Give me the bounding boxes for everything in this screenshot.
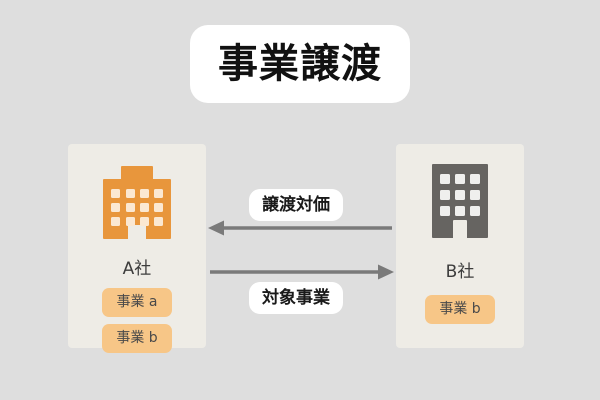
arrow-consideration-left bbox=[208, 220, 392, 236]
company-card-b: B社 事業 b bbox=[396, 144, 524, 348]
business-tag-list-b: 事業 b bbox=[425, 295, 495, 324]
business-tag: 事業 a bbox=[102, 288, 172, 317]
arrow-label-target-business: 対象事業 bbox=[249, 282, 343, 314]
arrow-label-target-business-text: 対象事業 bbox=[262, 287, 330, 308]
business-tag: 事業 b bbox=[102, 324, 172, 353]
flow-arrows bbox=[208, 220, 394, 280]
business-tag-list-a: 事業 a 事業 b bbox=[102, 288, 172, 353]
arrow-label-consideration: 譲渡対価 bbox=[249, 189, 343, 221]
company-name-b: B社 bbox=[445, 262, 475, 282]
company-card-a: A社 事業 a 事業 b bbox=[68, 144, 206, 353]
company-name-a: A社 bbox=[122, 259, 152, 279]
arrow-target-business-right bbox=[210, 264, 394, 280]
business-tag: 事業 b bbox=[425, 295, 495, 324]
diagram-title-chip: 事業譲渡 bbox=[190, 25, 410, 103]
office-building-icon-a bbox=[94, 160, 180, 250]
office-building-icon-b bbox=[425, 160, 495, 246]
page-title: 事業譲渡 bbox=[218, 41, 382, 87]
arrow-label-consideration-text: 譲渡対価 bbox=[262, 194, 330, 215]
